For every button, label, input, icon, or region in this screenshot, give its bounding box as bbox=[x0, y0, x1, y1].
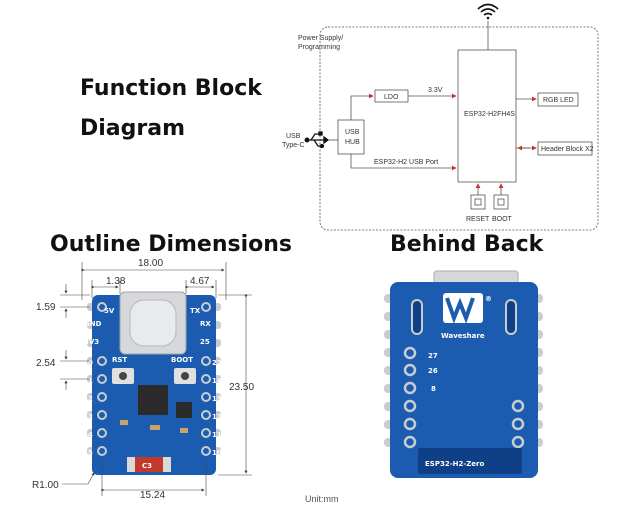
boot-label: BOOT bbox=[492, 216, 513, 223]
front-right-label-1: RX bbox=[200, 320, 211, 328]
voltage-label: 3.3V bbox=[428, 87, 443, 94]
front-left-pin-1: 1 bbox=[88, 377, 93, 385]
usb-hub-label-line2: HUB bbox=[345, 139, 360, 146]
chip-block bbox=[457, 49, 517, 183]
usb-typec-label-line1: USB bbox=[286, 133, 301, 140]
function-block-title-line2: Diagram bbox=[80, 116, 186, 141]
behind-back-title: Behind Back bbox=[390, 232, 544, 257]
rgb-led-block bbox=[537, 92, 579, 107]
rst-label: RST bbox=[112, 356, 127, 364]
back-pcb bbox=[390, 282, 538, 478]
front-left-pin-4: 4 bbox=[88, 431, 93, 439]
front-board: 5V GND 3V3 TX RX 25 RST BOOT 0 1 2 3 4 5… bbox=[84, 291, 222, 475]
back-board: ® Waveshare 27 26 8 ESP32-H2-Zero bbox=[384, 270, 543, 478]
dim-left-offset: 1.38 bbox=[106, 276, 126, 287]
front-right-pin-1: 14 bbox=[212, 377, 222, 385]
header-block bbox=[537, 141, 593, 156]
front-right-label-0: TX bbox=[190, 307, 201, 315]
back-pin-label-1: 26 bbox=[428, 367, 438, 375]
usb-hub-label-line1: USB bbox=[345, 129, 360, 136]
front-left-pin-0: 0 bbox=[88, 359, 93, 367]
usb-typec-label-line2: Type-C bbox=[282, 142, 305, 149]
back-product-label: ESP32-H2-Zero bbox=[425, 460, 485, 468]
front-right-label-2: 25 bbox=[200, 338, 210, 346]
boot-button-symbol bbox=[493, 194, 509, 210]
svg-text:®: ® bbox=[485, 295, 492, 303]
usb-icon bbox=[304, 131, 330, 149]
block-diagram-frame bbox=[319, 26, 599, 231]
waveshare-logo-icon bbox=[443, 293, 483, 324]
front-left-label-0: 5V bbox=[104, 307, 115, 315]
wifi-icon bbox=[477, 3, 499, 20]
reset-label: RESET bbox=[466, 216, 490, 223]
c3-component bbox=[127, 457, 171, 472]
header-block-label: Header Block X2 bbox=[541, 146, 594, 153]
unit-label: Unit:mm bbox=[305, 494, 339, 504]
dim-right-offset: 4.67 bbox=[190, 276, 210, 287]
reset-button-symbol bbox=[470, 194, 486, 210]
usb-port-label: ESP32-H2 USB Port bbox=[374, 159, 438, 166]
front-right-pin-2: 13 bbox=[212, 395, 222, 403]
dimension-lines bbox=[60, 262, 252, 496]
c3-label: C3 bbox=[142, 462, 152, 470]
front-right-pin-3: 12 bbox=[212, 413, 222, 421]
dim-pin-span: 15.24 bbox=[140, 490, 165, 501]
dim-corner-radius: R1.00 bbox=[32, 480, 59, 491]
boot-label-front: BOOT bbox=[171, 356, 193, 364]
outline-dimensions-title: Outline Dimensions bbox=[50, 232, 293, 257]
dim-top-offset: 1.59 bbox=[36, 302, 56, 313]
front-left-pin-3: 3 bbox=[88, 413, 93, 421]
power-supply-label-line2: Programming bbox=[298, 44, 340, 51]
dim-width-total: 18.00 bbox=[138, 258, 163, 269]
front-left-label-2: 3V3 bbox=[84, 338, 99, 346]
front-right-pin-0: 22 bbox=[212, 359, 222, 367]
dim-height: 23.50 bbox=[229, 382, 254, 393]
esp-chip bbox=[138, 385, 168, 415]
front-left-pin-5: 5 bbox=[88, 449, 93, 457]
dim-pin-pitch: 2.54 bbox=[36, 358, 56, 369]
power-supply-label-line1: Power Supply/ bbox=[298, 35, 343, 42]
front-right-pin-5: 10 bbox=[212, 449, 222, 457]
back-pin-label-2: 8 bbox=[431, 385, 436, 393]
chip-label: ESP32-H2FH4S bbox=[464, 111, 515, 118]
front-left-pin-2: 2 bbox=[88, 395, 93, 403]
front-left-label-1: GND bbox=[84, 320, 102, 328]
back-brand-label: Waveshare bbox=[441, 332, 485, 340]
usb-hub-block bbox=[337, 119, 365, 155]
function-block-title-line1: Function Block bbox=[80, 76, 262, 101]
back-pin-label-0: 27 bbox=[428, 352, 438, 360]
front-right-pin-4: 11 bbox=[212, 431, 222, 439]
ldo-label: LDO bbox=[384, 94, 399, 101]
rgb-led-label: RGB LED bbox=[543, 97, 574, 104]
block-diagram: Power Supply/ Programming USB Type-C USB… bbox=[282, 3, 599, 231]
